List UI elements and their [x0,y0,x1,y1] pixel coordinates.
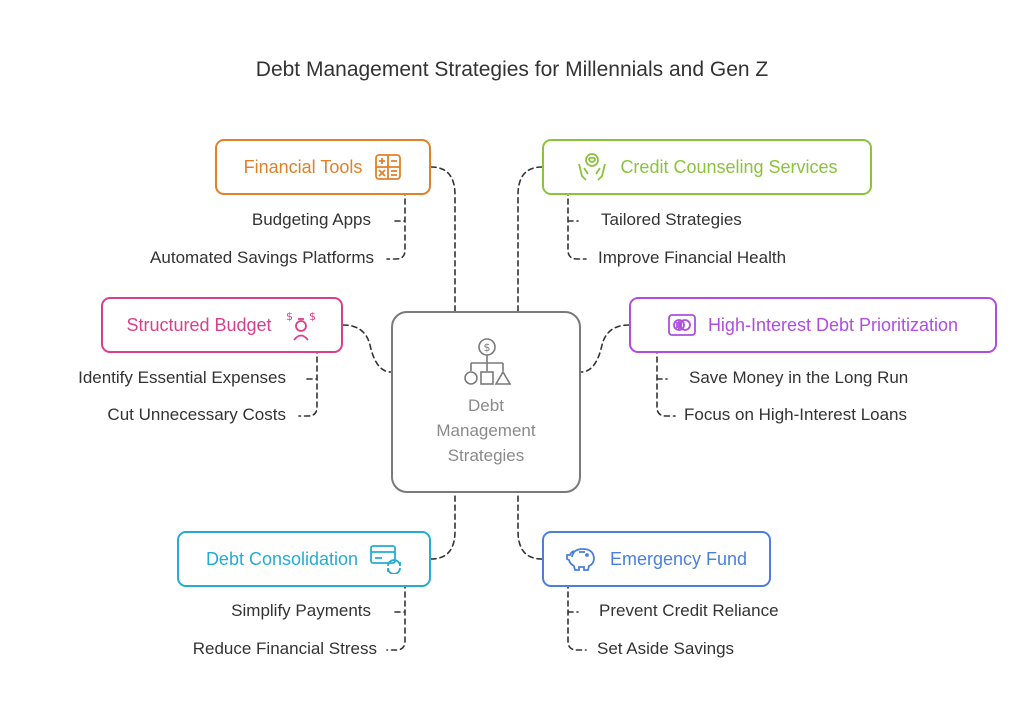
connector-high-interest-items [656,347,676,417]
category-debt-consolidation[interactable]: Debt Consolidation [177,531,431,587]
category-emergency-fund[interactable]: Emergency Fund [542,531,771,587]
center-label: Debt Management Strategies [436,396,536,465]
category-label: Financial Tools [243,156,363,177]
calculator-icon [374,153,402,181]
connector-debt-consolidation-items [386,582,406,651]
connector-structured-budget [342,324,392,373]
connector-financial-tools-items [386,189,406,260]
category-high-interest[interactable]: High-Interest Debt Prioritization [629,297,997,353]
category-label: Credit Counseling Services [620,156,838,177]
category-structured-budget[interactable]: Structured Budget $ $ [101,297,343,353]
category-credit-counseling[interactable]: Credit Counseling Services [542,139,872,195]
list-item: Identify Essential Expenses [78,368,286,387]
list-item: Tailored Strategies [601,210,742,229]
connector-credit-counseling [517,166,543,312]
connector-structured-budget-items [298,347,318,417]
connector-emergency-fund [517,492,543,560]
category-label: Structured Budget [126,314,272,335]
hierarchy-icon: $ [464,338,512,385]
category-label: Debt Consolidation [205,548,359,569]
list-item: Cut Unnecessary Costs [107,405,286,424]
category-label: Emergency Fund [609,548,748,569]
list-item: Prevent Credit Reliance [599,601,779,620]
connector-credit-counseling-items [567,189,587,260]
svg-text:$: $ [309,310,316,323]
connector-emergency-fund-items [567,582,587,651]
list-item: Set Aside Savings [597,639,735,658]
list-item: Simplify Payments [231,601,371,620]
person-money-icon: $ $ [284,309,318,341]
piggy-bank-icon [566,546,598,572]
list-item: Focus on High-Interest Loans [684,405,908,424]
category-label: High-Interest Debt Prioritization [707,314,959,335]
list-item: Improve Financial Health [598,248,787,267]
list-item: Reduce Financial Stress [192,639,377,658]
list-item: Save Money in the Long Run [689,368,909,387]
svg-text:$: $ [484,341,491,354]
credit-card-icon [668,314,696,336]
connector-debt-consolidation [430,492,456,560]
connector-financial-tools [430,166,456,312]
connector-high-interest [580,324,630,373]
center-node: $ Debt Management Strategies [391,311,581,493]
category-financial-tools[interactable]: Financial Tools [215,139,431,195]
list-item: Budgeting Apps [251,210,371,229]
card-refresh-icon [370,544,402,574]
list-item: Automated Savings Platforms [150,248,374,267]
svg-text:$: $ [286,310,293,323]
page-title: Debt Management Strategies for Millennia… [255,58,769,81]
hands-heart-icon [576,152,608,182]
